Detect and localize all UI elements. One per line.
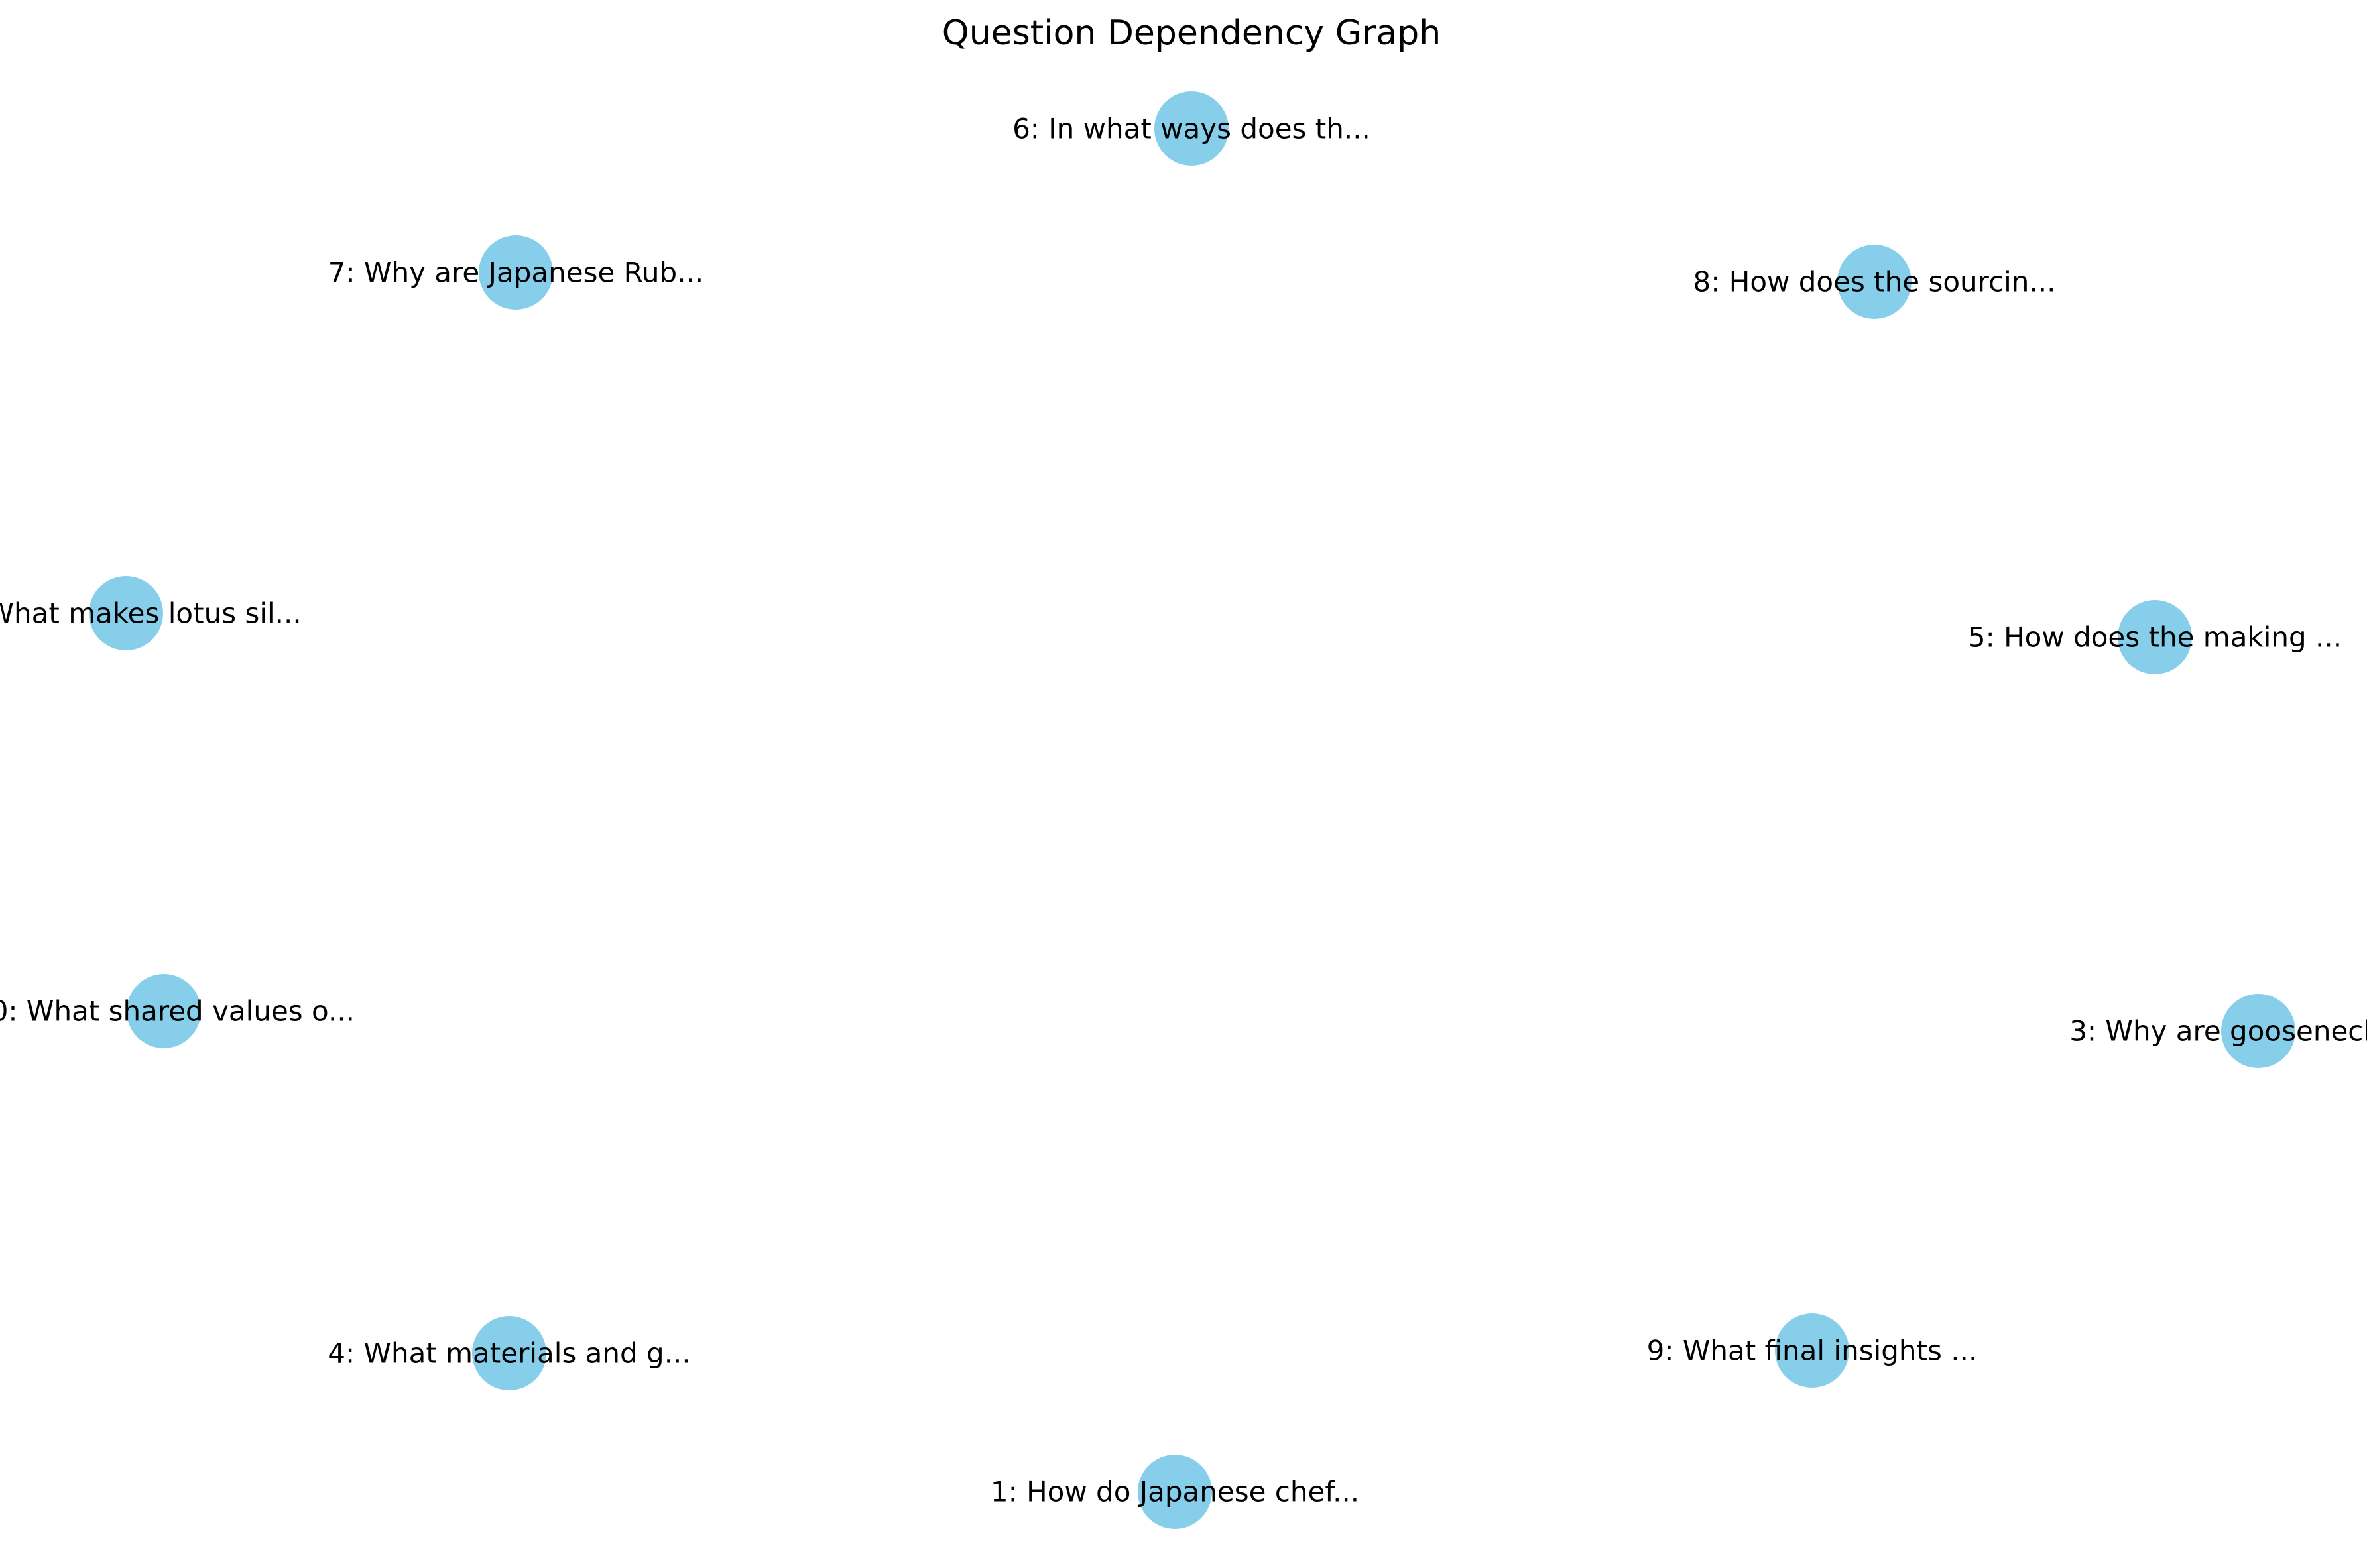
graph-node: 3: Why are gooseneck ke...: [2069, 994, 2367, 1068]
node-label: 10: What shared values o...: [0, 995, 355, 1028]
node-circle: [1138, 1455, 1212, 1529]
node-circle: [1837, 245, 1912, 319]
node-label: 5: How does the making ...: [1968, 621, 2342, 654]
node-label: 2: What makes lotus sil...: [0, 597, 302, 630]
graph-node: 8: How does the sourcin...: [1693, 245, 2056, 319]
graph-node: 7: Why are Japanese Rub...: [328, 235, 704, 310]
node-circle: [2118, 600, 2192, 674]
node-label: 8: How does the sourcin...: [1693, 266, 2056, 298]
graph-node: 5: How does the making ...: [1968, 600, 2342, 674]
graph-node: 1: How do Japanese chef...: [991, 1455, 1359, 1529]
node-label: 6: In what ways does th...: [1012, 113, 1370, 145]
graph-node: 2: What makes lotus sil...: [0, 576, 302, 650]
node-circle: [127, 974, 201, 1048]
graph-node: 4: What materials and g...: [328, 1316, 691, 1390]
node-circle: [89, 576, 163, 650]
node-circle: [1775, 1313, 1849, 1388]
node-circle: [479, 235, 553, 310]
graph-node: 9: What final insights ...: [1647, 1313, 1978, 1388]
node-circle: [1154, 91, 1229, 166]
nodes-layer: 6: In what ways does th... 7: Why are Jap…: [0, 91, 2367, 1529]
node-label: 9: What final insights ...: [1647, 1335, 1978, 1367]
graph-node: 10: What shared values o...: [0, 974, 355, 1048]
node-label: 3: Why are gooseneck ke...: [2069, 1015, 2367, 1048]
node-label: 4: What materials and g...: [328, 1337, 691, 1370]
node-circle: [2221, 994, 2295, 1068]
node-circle: [472, 1316, 546, 1390]
graph-title: Question Dependency Graph: [942, 13, 1441, 53]
graph-node: 6: In what ways does th...: [1012, 91, 1370, 166]
node-label: 7: Why are Japanese Rub...: [328, 257, 704, 289]
node-label: 1: How do Japanese chef...: [991, 1476, 1359, 1508]
